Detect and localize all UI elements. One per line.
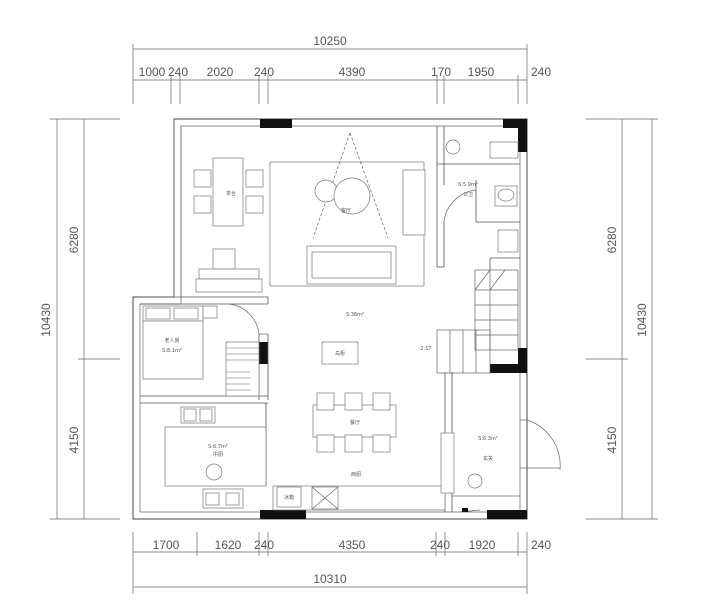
kitchen-area-label: S:6.7m² (208, 444, 228, 450)
top-dim-2: 240 (168, 65, 188, 79)
dining-set: 餐厅 (312, 392, 397, 453)
top-dim-3: 2020 (207, 65, 234, 79)
top-dim-5: 4390 (339, 65, 366, 79)
left-dim-1: 6280 (67, 226, 81, 253)
right-dim-1: 6280 (605, 226, 619, 253)
island-label: 岛柜 (335, 350, 345, 357)
top-dim-7: 1950 (468, 65, 495, 79)
elder-area-label: S:8.1m² (162, 348, 182, 354)
bottom-dim-1: 1700 (153, 538, 180, 552)
structural-columns (259, 119, 527, 519)
bathroom-area-label: S:5.9m² (458, 182, 478, 188)
entry-area-label: S:6.3m² (478, 436, 498, 442)
right-dimension-group: 6280 4150 10430 (586, 118, 658, 520)
sideboard (195, 248, 263, 293)
top-dimension-group: 10250 1000 240 2020 240 4390 170 1950 24… (132, 34, 551, 104)
top-dim-4: 240 (254, 65, 274, 79)
bottom-dim-4: 4350 (339, 538, 366, 552)
kitchen: S:6.7m² 中厨 (164, 406, 267, 509)
fridge-label: 冰箱 (284, 494, 294, 501)
left-dimension-group: 10430 6280 4150 (39, 118, 120, 520)
left-dim-2: 4150 (67, 426, 81, 453)
bottom-dimension-group: 1700 1620 240 4350 240 1920 240 10310 (132, 532, 551, 594)
entry-label: 玄关 (483, 455, 493, 462)
tea-table-set: 茶台 (193, 157, 264, 227)
entry-door (520, 419, 561, 471)
bar-label: 西厨 (351, 472, 361, 478)
bathroom: S:5.9m² 公卫 (443, 139, 519, 253)
living-room: 客厅 (269, 132, 426, 287)
elder-room: 老人房 S:8.1m² (142, 303, 268, 397)
kitchen-label: 中厨 (213, 451, 223, 458)
top-dim-8: 240 (531, 65, 551, 79)
bottom-dim-6: 1920 (469, 538, 496, 552)
elder-room-label: 老人房 (164, 337, 179, 344)
bottom-dim-7: 240 (531, 538, 551, 552)
right-dim-2: 4150 (605, 426, 619, 453)
bottom-dim-5: 240 (430, 538, 450, 552)
top-dim-1: 1000 (139, 65, 166, 79)
dining-label: 餐厅 (350, 419, 360, 426)
stairs (436, 269, 519, 374)
bottom-dim-2: 1620 (215, 538, 242, 552)
bathroom-label: 公卫 (463, 192, 473, 198)
bottom-total-dim: 10310 (313, 572, 347, 586)
tea-table-label: 茶台 (226, 190, 236, 197)
top-total-dim: 10250 (313, 34, 347, 48)
left-total-dim: 10430 (39, 303, 53, 337)
island-cabinet: 岛柜 (321, 341, 359, 365)
living-room-label: 客厅 (341, 207, 351, 214)
entry: S:6.3m² 玄关 (440, 432, 520, 513)
stair-mark: 2:17 (420, 346, 431, 352)
bottom-dim-3: 240 (254, 538, 274, 552)
top-dim-6: 170 (431, 65, 451, 79)
living-area-label: S:36m² (346, 312, 364, 318)
right-total-dim: 10430 (635, 303, 649, 337)
western-kitchen: 冰箱 西厨 (272, 472, 446, 511)
